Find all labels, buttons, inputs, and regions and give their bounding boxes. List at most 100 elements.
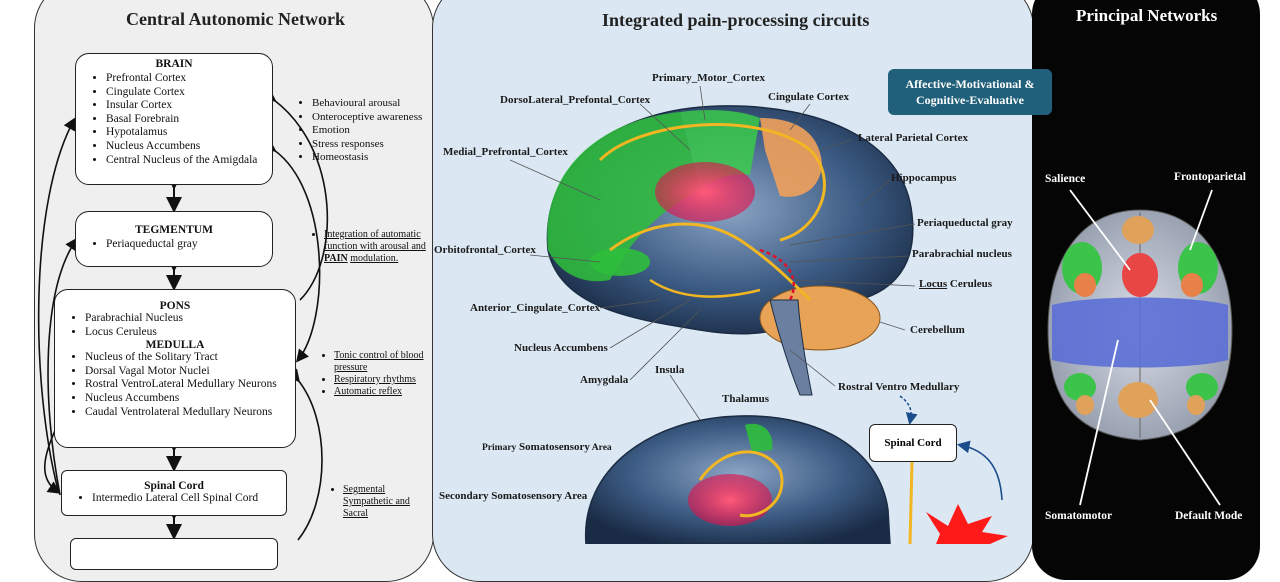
orbitofrontal-label: Orbitofrontal_Cortex (434, 244, 536, 256)
central-autonomic-title: Central Autonomic Network (126, 9, 345, 29)
thalamus-label: Thalamus (722, 393, 770, 405)
list-item: Locus Ceruleus (85, 326, 295, 340)
locus-label: Locus Ceruleus (919, 278, 992, 290)
cingulate-orange-region (760, 118, 822, 197)
list-item: Nucleus Accumbens (106, 140, 272, 154)
ceruleus-word: Ceruleus (947, 278, 993, 290)
somatomotor-label: Somatomotor (1045, 510, 1113, 522)
list-item: Parabrachial Nucleus (85, 312, 295, 326)
salience-label: Salience (1045, 173, 1086, 185)
salience-right (1181, 273, 1203, 297)
list-item: Segmental Sympathetic and Sacral (343, 484, 419, 520)
list-item: Tonic control of blood pressure (334, 350, 432, 374)
brain-functions-note: Behavioural arousal Onteroceptive awaren… (298, 97, 433, 165)
list-item: Insular Cortex (106, 99, 272, 113)
list-item: Cingulate Cortex (106, 86, 272, 100)
somatomotor-band (1052, 297, 1228, 368)
pain-text: PAIN (324, 253, 348, 264)
cerebellum-label: Cerebellum (910, 324, 965, 336)
spinal-cord-header: Spinal Cord (144, 480, 204, 492)
fp-lower-right (1186, 373, 1218, 401)
pain-star (926, 504, 1008, 544)
autonomic-connectors (37, 89, 329, 541)
pathway-loop-3 (649, 278, 761, 298)
list-item: Homeostasis (312, 151, 433, 165)
leader-lines (509, 85, 916, 421)
list-item: Periaqueductal gray (106, 238, 272, 252)
rostral-ventro-label: Rostral Ventro Medullary (838, 381, 960, 393)
list-item: Emotion (312, 124, 433, 138)
nucleus-accumbens-label: Nucleus Accumbens (514, 342, 608, 354)
pain-circuits-title: Integrated pain-processing circuits (602, 10, 870, 30)
locus-word: Locus (919, 278, 948, 290)
medulla-functions-note: Tonic control of blood pressure Respirat… (320, 350, 432, 398)
brain-header: BRAIN (155, 58, 193, 70)
default-mode-label: Default Mode (1175, 510, 1243, 522)
dm-lower-left (1076, 395, 1094, 415)
spinal-list: Intermedio Lateral Cell Spinal Cord (62, 492, 286, 506)
list-item: Central Nucleus of the Amigdala (106, 154, 272, 168)
modulation-text: modulation. (350, 253, 399, 264)
pons-medulla-box: PONS Parabrachial Nucleus Locus Ceruleus… (54, 289, 296, 448)
orbitofrontal-green-region (590, 248, 650, 276)
brain-box: BRAIN Prefrontal Cortex Cingulate Cortex… (75, 53, 273, 185)
primary-word: Primary (482, 443, 517, 453)
list-item: Intermedio Lateral Cell Spinal Cord (92, 492, 286, 506)
list-item: Nucleus Accumbens (85, 392, 295, 406)
brain-illustration (509, 85, 1008, 544)
list-item: Integration of automatic function with a… (324, 229, 434, 265)
cingulate-label: Cingulate Cortex (768, 91, 849, 103)
affective-line: Affective-Motivational & (905, 77, 1035, 91)
fp-lower-left (1064, 373, 1096, 401)
dm-lower-right (1187, 395, 1205, 415)
insula-label: Insula (655, 364, 685, 376)
medulla-header: MEDULLA (145, 339, 205, 352)
default-mode-front (1122, 216, 1154, 244)
salience-region (1122, 253, 1158, 297)
salience-left (1074, 273, 1096, 297)
primary-somato-label: Primary Somatosensory Area (482, 441, 612, 453)
list-item: Caudal Ventrolateral Medullary Neurons (85, 406, 295, 420)
list-item: Dorsal Vagal Motor Nuclei (85, 365, 295, 379)
network-pointers (1069, 189, 1221, 506)
list-item: Behavioural arousal (312, 97, 433, 111)
tegmentum-box: TEGMENTUM Periaqueductal gray (75, 211, 273, 267)
list-item: Onteroceptive awareness (312, 111, 433, 125)
pathway-loop-2 (609, 222, 812, 302)
lower-green-region (745, 423, 773, 452)
brain-list: Prefrontal Cortex Cingulate Cortex Insul… (76, 72, 272, 167)
cognitive-line: Cognitive-Evaluative (916, 93, 1024, 107)
list-item: Stress responses (312, 138, 433, 152)
tegmentum-header: TEGMENTUM (135, 224, 213, 236)
spinal-functions-note: Segmental Sympathetic and Sacral (329, 484, 419, 520)
secondary-somato-label: Secondary Somatosensory Area (439, 490, 588, 502)
integration-text: Integration of automatic function with a… (324, 229, 426, 252)
spinal-cord-box: Spinal Cord Intermedio Lateral Cell Spin… (61, 470, 287, 516)
networks-illustration (1047, 189, 1233, 506)
spinal-cord-node: Spinal Cord (869, 424, 957, 462)
brainstem (769, 299, 813, 396)
affective-cognitive-box: Affective-Motivational & Cognitive-Evalu… (888, 69, 1052, 115)
list-item: Automatic reflex (334, 386, 432, 398)
list-item: Prefrontal Cortex (106, 72, 272, 86)
list-item: Nucleus of the Solitary Tract (85, 351, 295, 365)
pag-label: Periaqueductal gray (917, 217, 1013, 229)
lower-pathway (698, 450, 784, 518)
lower-red-region (688, 474, 772, 526)
list-item: Hypotalamus (106, 126, 272, 140)
area-word: Area (589, 443, 612, 453)
primary-motor-label: Primary_Motor_Cortex (652, 72, 766, 84)
tegmentum-list: Periaqueductal gray (76, 238, 272, 252)
cingulate-red-region (655, 162, 755, 222)
medulla-list: Nucleus of the Solitary Tract Dorsal Vag… (55, 351, 295, 419)
list-item: Respiratory rhythms (334, 374, 432, 386)
list-item: Basal Forebrain (106, 113, 272, 127)
lateral-parietal-label: Lateral Parietal Cortex (858, 132, 968, 144)
integration-note: Integration of automatic function with a… (310, 229, 434, 265)
dlpfc-label: DorsoLateral_Prefontal_Cortex (500, 94, 651, 106)
hippocampus-label: Hippocampus (891, 172, 957, 184)
frontal-green-region (547, 112, 700, 282)
anterior-cingulate-label: Anterior_Cingulate_Cortex (470, 302, 601, 314)
list-item: Rostral VentroLateral Medullary Neurons (85, 378, 295, 392)
pathway-loop-1 (598, 123, 826, 242)
